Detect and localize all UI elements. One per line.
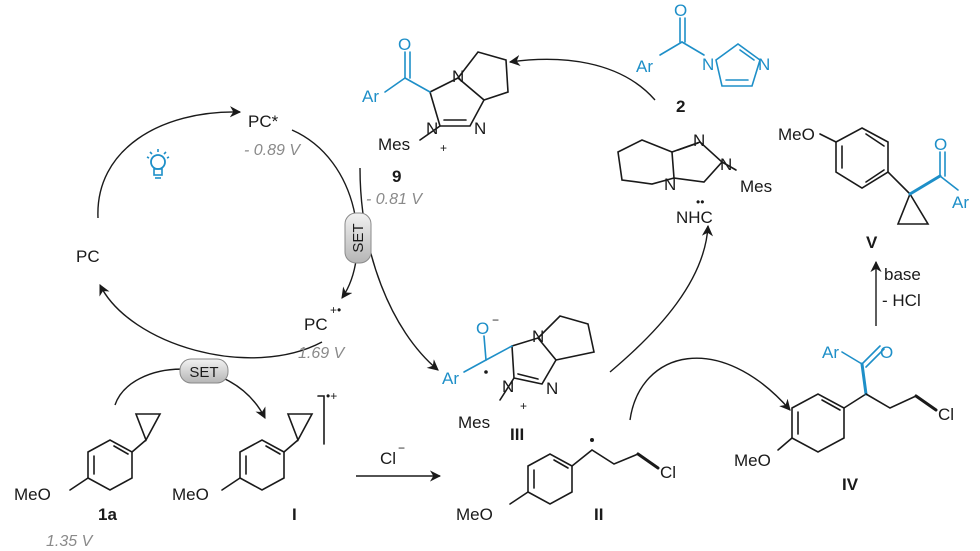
c2-oxygen: O [674, 1, 687, 20]
compound-V: MeO O Ar V [778, 125, 969, 252]
nhc-n2: N [720, 155, 732, 174]
c2-number: 2 [676, 97, 685, 116]
photocatalytic-cycle: PC* - 0.89 V PC PC +• 1.69 V SET SET [76, 106, 439, 419]
c1a-number: 1a [98, 505, 117, 524]
set-9-to-III-arrow [359, 167, 439, 371]
excitation-arrow [97, 106, 242, 219]
cIII-n2: N [546, 379, 558, 398]
cIV-meo: MeO [734, 451, 771, 470]
c2-n2: N [758, 55, 770, 74]
cII-cl: Cl [660, 463, 676, 482]
pc-excited-potential: - 0.89 V [244, 142, 301, 159]
c9-n3: N [426, 119, 438, 138]
compound-I: •+ MeO I [172, 389, 337, 524]
c9-plus: + [440, 141, 447, 155]
nhc-carbene-dots: •• [696, 195, 704, 209]
nhc-catalyst: N N N Mes •• NHC [617, 131, 772, 227]
cIII-number: III [510, 425, 524, 444]
cIV-oxygen: O [880, 343, 893, 362]
cIV-ar: Ar [822, 343, 839, 362]
pc-radical-cation-potential: 1.69 V [298, 345, 346, 362]
c9-ar: Ar [362, 87, 379, 106]
c9-mes: Mes [378, 135, 410, 154]
cIII-n1: N [532, 327, 544, 346]
light-bulb-icon [146, 149, 170, 179]
cV-ar: Ar [952, 193, 969, 212]
cII-number: II [594, 505, 603, 524]
radical-coupling-arrow [629, 357, 791, 421]
compound-III: O − Ar N N N + Mes III [442, 313, 595, 444]
c2-n1: N [702, 55, 714, 74]
pc-label: PC [76, 247, 100, 266]
minus-hcl-label: - HCl [882, 291, 921, 310]
cV-number: V [866, 233, 878, 252]
pc-radical-cation-label: PC [304, 315, 328, 334]
nhc-cycle [508, 55, 791, 421]
compound-2: O Ar N N 2 [636, 1, 770, 116]
cI-number: I [292, 505, 297, 524]
c1a-potential: 1.35 V [46, 533, 94, 550]
nhc-mes: Mes [740, 177, 772, 196]
nhc-n1: N [693, 131, 705, 150]
cI-meo: MeO [172, 485, 209, 504]
c9-oxygen: O [398, 35, 411, 54]
compound-9: O Ar N N N + Mes 9 - 0.81 V [362, 35, 509, 208]
cIII-ar: Ar [442, 369, 459, 388]
cIII-n3: N [502, 377, 514, 396]
cIII-mes: Mes [458, 413, 490, 432]
compound-II: Cl MeO II [456, 438, 676, 524]
acylation-arrow [508, 55, 656, 101]
pc-excited-label: PC* [248, 112, 279, 131]
cIV-cl: Cl [938, 405, 954, 424]
compound-1a: MeO 1a 1.35 V [14, 413, 162, 550]
cV-oxygen: O [934, 135, 947, 154]
compound-IV: Ar O Cl MeO IV [734, 343, 954, 494]
cV-meo: MeO [778, 125, 815, 144]
nhc-release-arrow [609, 224, 714, 373]
svg-text:SET: SET [189, 364, 218, 381]
nhc-n3: N [664, 175, 676, 194]
c9-n2: N [474, 119, 486, 138]
cIII-ominus: − [492, 313, 499, 327]
chloride-charge: − [398, 441, 405, 455]
c9-n1: N [452, 67, 464, 86]
cIV-number: IV [842, 475, 859, 494]
cIII-oxygen: O [476, 319, 489, 338]
cI-charge: •+ [326, 389, 337, 403]
regeneration-arrow [99, 283, 323, 359]
oxidative-quench-arrow [291, 129, 359, 299]
set-badge-lower: SET [179, 358, 229, 384]
cII-meo: MeO [456, 505, 493, 524]
chloride-label: Cl [380, 449, 396, 468]
c2-ar: Ar [636, 57, 653, 76]
c1a-meo: MeO [14, 485, 51, 504]
c9-number: 9 [392, 167, 401, 186]
nhc-label: NHC [676, 208, 713, 227]
c9-potential: - 0.81 V [366, 191, 423, 208]
base-label: base [884, 265, 921, 284]
pc-radical-cation-charge: +• [330, 303, 341, 317]
set-badge-upper: SET [344, 212, 372, 264]
svg-text:SET: SET [350, 223, 367, 252]
cIII-plus: + [520, 399, 527, 413]
